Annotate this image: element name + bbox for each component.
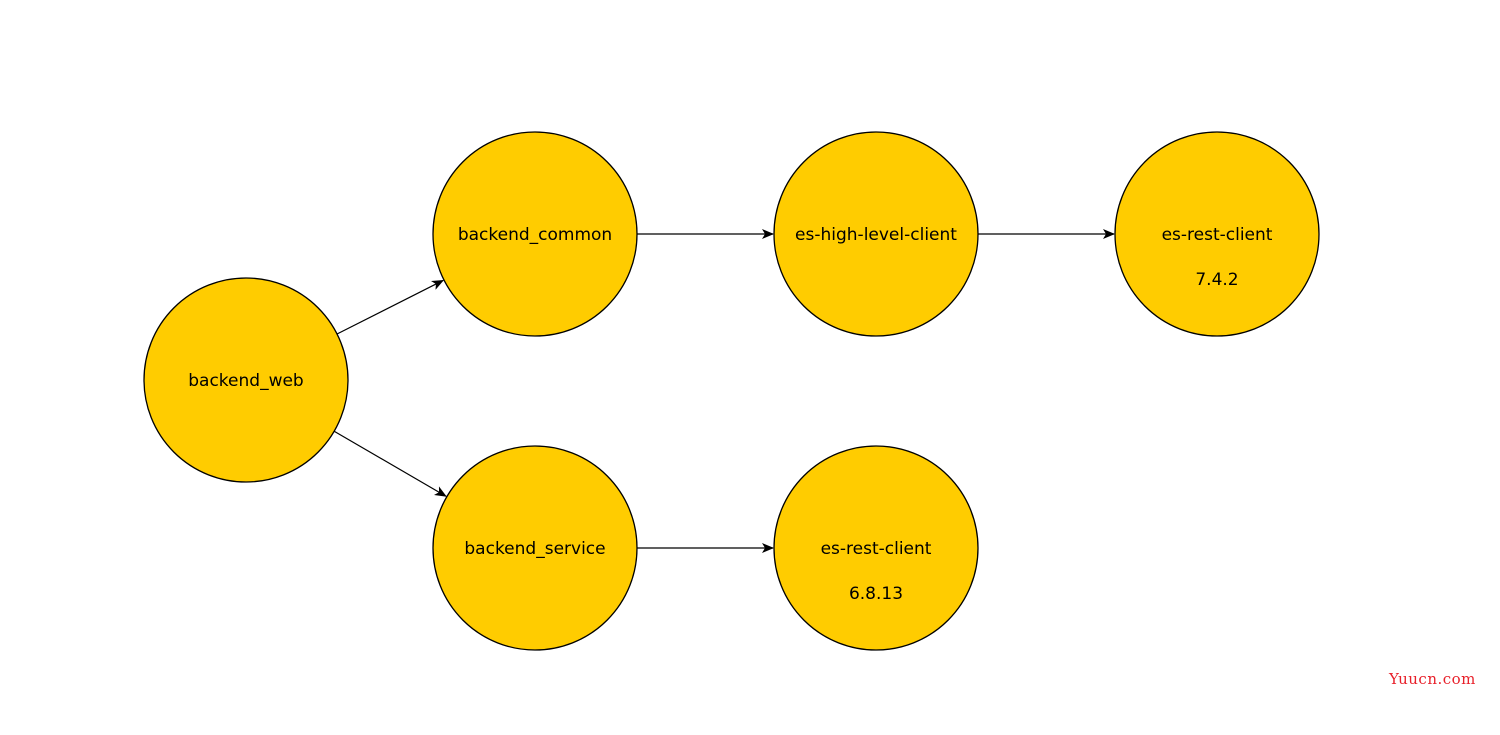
node-label: backend_service <box>464 539 605 559</box>
node-label: backend_common <box>458 225 612 245</box>
node-backend-service: backend_service <box>432 445 638 651</box>
node-es-rest-client-742: es-rest-client 7.4.2 <box>1114 131 1320 337</box>
node-version-label: 6.8.13 <box>849 584 903 604</box>
node-label: es-high-level-client <box>795 225 957 245</box>
node-es-high-level-client: es-high-level-client <box>773 131 979 337</box>
node-label: es-rest-client <box>821 539 932 559</box>
edges <box>333 229 1115 553</box>
node-circle <box>773 131 979 337</box>
node-circle <box>143 277 349 483</box>
node-circle <box>432 131 638 337</box>
edge-backend_web-to-backend_common <box>336 279 444 335</box>
node-circle <box>432 445 638 651</box>
node-es-rest-client-6813: es-rest-client 6.8.13 <box>773 445 979 651</box>
edge-backend_web-to-backend_service <box>333 430 447 497</box>
nodes: backend_web backend_common backend_service… <box>143 131 1320 651</box>
watermark-text: Yuucn.com <box>1389 670 1476 688</box>
node-label: backend_web <box>188 371 303 391</box>
node-circle <box>773 445 979 651</box>
node-label: es-rest-client <box>1162 225 1273 245</box>
node-version-label: 7.4.2 <box>1195 270 1238 290</box>
node-circle <box>1114 131 1320 337</box>
node-backend-common: backend_common <box>432 131 638 337</box>
node-backend-web: backend_web <box>143 277 349 483</box>
